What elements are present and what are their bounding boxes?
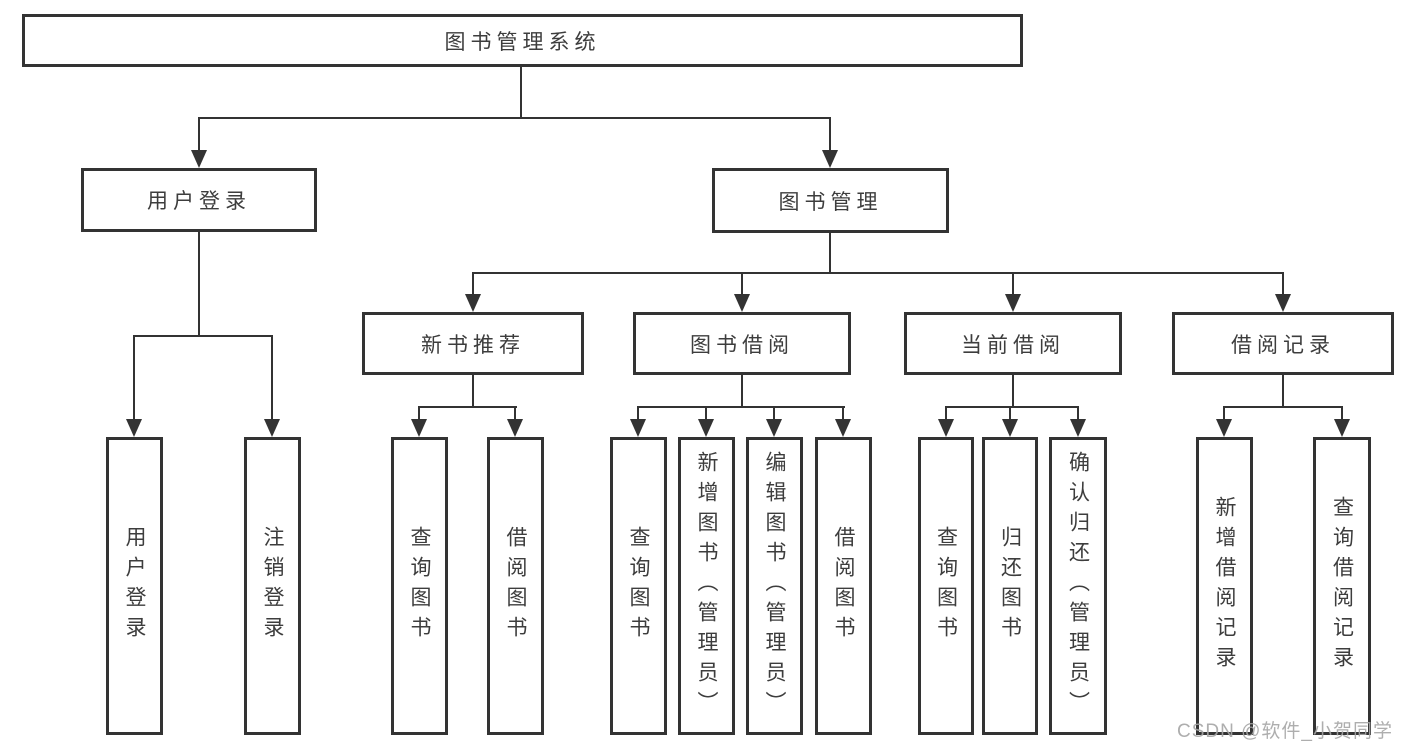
arrowhead-down-icon bbox=[734, 294, 750, 312]
leaf-query-borrow-record: 查询借阅记录 bbox=[1313, 437, 1371, 735]
leaf-return-books: 归还图书 bbox=[982, 437, 1038, 735]
arrowhead-down-icon bbox=[465, 294, 481, 312]
connector-drop-leaf bbox=[1223, 406, 1225, 422]
arrowhead-down-icon bbox=[822, 150, 838, 168]
leaf-add-books-admin: 新增图书（管理员） bbox=[678, 437, 735, 735]
node-user-login: 用户登录 bbox=[81, 168, 317, 232]
leaf-query-books-current: 查询图书 bbox=[918, 437, 974, 735]
leaf-confirm-return-admin: 确认归还（管理员） bbox=[1049, 437, 1107, 735]
connector-drop-leaf bbox=[773, 406, 775, 422]
connector-book-borrow-stem bbox=[741, 374, 743, 408]
leaf-label: 查询借阅记录 bbox=[1330, 496, 1354, 676]
connector-drop-book-management bbox=[829, 117, 831, 151]
connector-bus-current-borrow bbox=[945, 406, 1079, 408]
leaf-label: 查询图书 bbox=[627, 526, 650, 646]
leaf-label: 新增借阅记录 bbox=[1213, 496, 1236, 676]
connector-drop-leaf bbox=[1077, 406, 1079, 422]
arrowhead-down-icon bbox=[938, 419, 954, 437]
node-root: 图书管理系统 bbox=[22, 14, 1023, 67]
connector-user-login-stem bbox=[198, 231, 200, 336]
connector-drop-leaf bbox=[945, 406, 947, 422]
connector-root-stem bbox=[520, 67, 522, 119]
arrowhead-down-icon bbox=[411, 419, 427, 437]
leaf-label: 查询图书 bbox=[934, 526, 958, 646]
arrowhead-down-icon bbox=[1275, 294, 1291, 312]
connector-drop-leaf bbox=[418, 406, 420, 422]
connector-drop-leaf bbox=[1341, 406, 1343, 422]
arrowhead-down-icon bbox=[1070, 419, 1086, 437]
leaf-label: 编辑图书（管理员） bbox=[763, 451, 786, 721]
arrowhead-down-icon bbox=[191, 150, 207, 168]
arrowhead-down-icon bbox=[1005, 294, 1021, 312]
connector-bus-user-login bbox=[133, 335, 273, 337]
leaf-logout: 注销登录 bbox=[244, 437, 301, 735]
arrowhead-down-icon bbox=[1002, 419, 1018, 437]
arrowhead-down-icon bbox=[507, 419, 523, 437]
connector-bus-level3 bbox=[472, 272, 1284, 274]
connector-book-management-stem bbox=[829, 232, 831, 274]
node-book-borrow: 图书借阅 bbox=[633, 312, 851, 375]
node-new-book-recommend: 新书推荐 bbox=[362, 312, 584, 375]
leaf-label: 归还图书 bbox=[998, 526, 1022, 646]
connector-drop-borrow-records bbox=[1282, 272, 1284, 296]
arrowhead-down-icon bbox=[1334, 419, 1350, 437]
leaf-label: 注销登录 bbox=[261, 526, 284, 646]
connector-drop-user-login bbox=[198, 117, 200, 151]
leaf-label: 借阅图书 bbox=[504, 526, 527, 646]
node-borrow-records: 借阅记录 bbox=[1172, 312, 1394, 375]
arrowhead-down-icon bbox=[630, 419, 646, 437]
leaf-label: 查询图书 bbox=[408, 526, 431, 646]
node-current-borrow: 当前借阅 bbox=[904, 312, 1122, 375]
connector-bus-new-book bbox=[418, 406, 517, 408]
connector-new-book-stem bbox=[472, 374, 474, 408]
arrowhead-down-icon bbox=[126, 419, 142, 437]
node-book-management: 图书管理 bbox=[712, 168, 949, 233]
connector-drop-current-borrow bbox=[1012, 272, 1014, 296]
leaf-query-books-newbook: 查询图书 bbox=[391, 437, 448, 735]
leaf-label: 用户登录 bbox=[123, 526, 146, 646]
connector-drop-new-book bbox=[472, 272, 474, 296]
leaf-edit-books-admin: 编辑图书（管理员） bbox=[746, 437, 803, 735]
connector-bus-borrow-records bbox=[1223, 406, 1343, 408]
arrowhead-down-icon bbox=[698, 419, 714, 437]
leaf-borrow-books-newbook: 借阅图书 bbox=[487, 437, 544, 735]
connector-drop-leaf bbox=[705, 406, 707, 422]
arrowhead-down-icon bbox=[766, 419, 782, 437]
leaf-borrow-books-borrow: 借阅图书 bbox=[815, 437, 872, 735]
leaf-label: 新增图书（管理员） bbox=[695, 451, 718, 721]
connector-bus-level1 bbox=[198, 117, 831, 119]
leaf-user-login: 用户登录 bbox=[106, 437, 163, 735]
connector-drop-leaf-logout bbox=[271, 335, 273, 421]
arrowhead-down-icon bbox=[1216, 419, 1232, 437]
connector-bus-book-borrow bbox=[637, 406, 845, 408]
connector-drop-leaf bbox=[637, 406, 639, 422]
leaf-label: 确认归还（管理员） bbox=[1066, 451, 1090, 721]
connector-drop-leaf bbox=[842, 406, 844, 422]
connector-drop-leaf-login bbox=[133, 335, 135, 421]
connector-drop-leaf bbox=[514, 406, 516, 422]
leaf-add-borrow-record: 新增借阅记录 bbox=[1196, 437, 1253, 735]
connector-drop-book-borrow bbox=[741, 272, 743, 296]
leaf-label: 借阅图书 bbox=[832, 526, 855, 646]
connector-borrow-records-stem bbox=[1282, 374, 1284, 408]
connector-drop-leaf bbox=[1009, 406, 1011, 422]
arrowhead-down-icon bbox=[264, 419, 280, 437]
arrowhead-down-icon bbox=[835, 419, 851, 437]
leaf-query-books-borrow: 查询图书 bbox=[610, 437, 667, 735]
connector-current-borrow-stem bbox=[1012, 374, 1014, 408]
